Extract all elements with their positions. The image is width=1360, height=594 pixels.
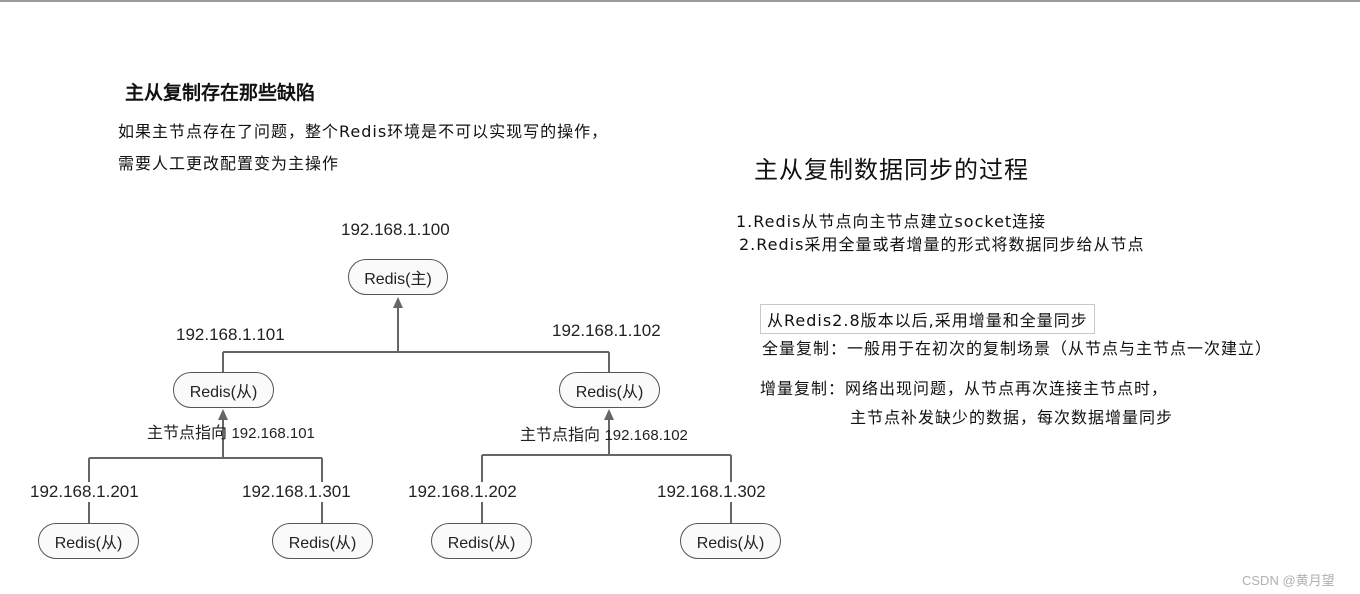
- sync-process-title: 主从复制数据同步的过程: [754, 156, 1029, 184]
- right-slave-ip: 192.168.1.102: [552, 321, 661, 340]
- redis-slave-node-302: Redis(从): [680, 523, 781, 559]
- redis-slave-node-301: Redis(从): [272, 523, 373, 559]
- watermark: CSDN @黄月望: [1242, 573, 1335, 588]
- incremental-sync-line-1: 增量复制：网络出现问题，从节点再次连接主节点时，: [760, 379, 1169, 398]
- full-sync-note: 全量复制：一般用于在初次的复制场景（从节点与主节点一次建立）: [762, 339, 1273, 358]
- right-pointer-label: 主节点指向 192.168.102: [520, 421, 688, 445]
- left-slave-ip: 192.168.1.101: [176, 325, 285, 344]
- leaf-302-ip: 192.168.1.302: [657, 482, 766, 502]
- root-ip: 192.168.1.100: [341, 220, 450, 239]
- redis-slave-label-302: Redis(从): [696, 535, 765, 552]
- version-note: 从Redis2.8版本以后,采用增量和全量同步: [760, 304, 1095, 334]
- redis-slave-label-202: Redis(从): [447, 535, 516, 552]
- redis-master-label: Redis(主): [364, 271, 432, 288]
- redis-slave-label-101: Redis(从): [189, 384, 258, 401]
- redis-slave-node-102: Redis(从): [559, 372, 660, 408]
- redis-slave-label-301: Redis(从): [288, 535, 357, 552]
- redis-slave-label-102: Redis(从): [575, 384, 644, 401]
- defects-title: 主从复制存在那些缺陷: [125, 82, 316, 104]
- defects-line-2: 需要人工更改配置变为主操作: [118, 154, 340, 173]
- redis-slave-node-202: Redis(从): [431, 523, 532, 559]
- right-pointer-ip: 192.168.102: [604, 427, 688, 444]
- defects-line-1: 如果主节点存在了问题，整个Redis环境是不可以实现写的操作，: [118, 122, 609, 141]
- sync-step-1: 1.Redis从节点向主节点建立socket连接: [736, 212, 1047, 231]
- redis-slave-node-101: Redis(从): [173, 372, 274, 408]
- redis-master-node: Redis(主): [348, 259, 448, 295]
- leaf-301-ip: 192.168.1.301: [242, 482, 351, 502]
- leaf-202-ip: 192.168.1.202: [408, 482, 517, 502]
- leaf-201-ip: 192.168.1.201: [30, 482, 139, 502]
- redis-slave-label-201: Redis(从): [54, 535, 123, 552]
- left-pointer-label: 主节点指向 192.168.101: [147, 419, 315, 443]
- left-pointer-ip: 192.168.101: [231, 425, 315, 442]
- sync-step-2: 2.Redis采用全量或者增量的形式将数据同步给从节点: [739, 235, 1145, 254]
- incremental-sync-line-2: 主节点补发缺少的数据，每次数据增量同步: [850, 408, 1174, 427]
- right-pointer-text: 主节点指向: [520, 427, 601, 444]
- top-border: [0, 0, 1360, 2]
- redis-slave-node-201: Redis(从): [38, 523, 139, 559]
- left-pointer-text: 主节点指向: [147, 425, 228, 442]
